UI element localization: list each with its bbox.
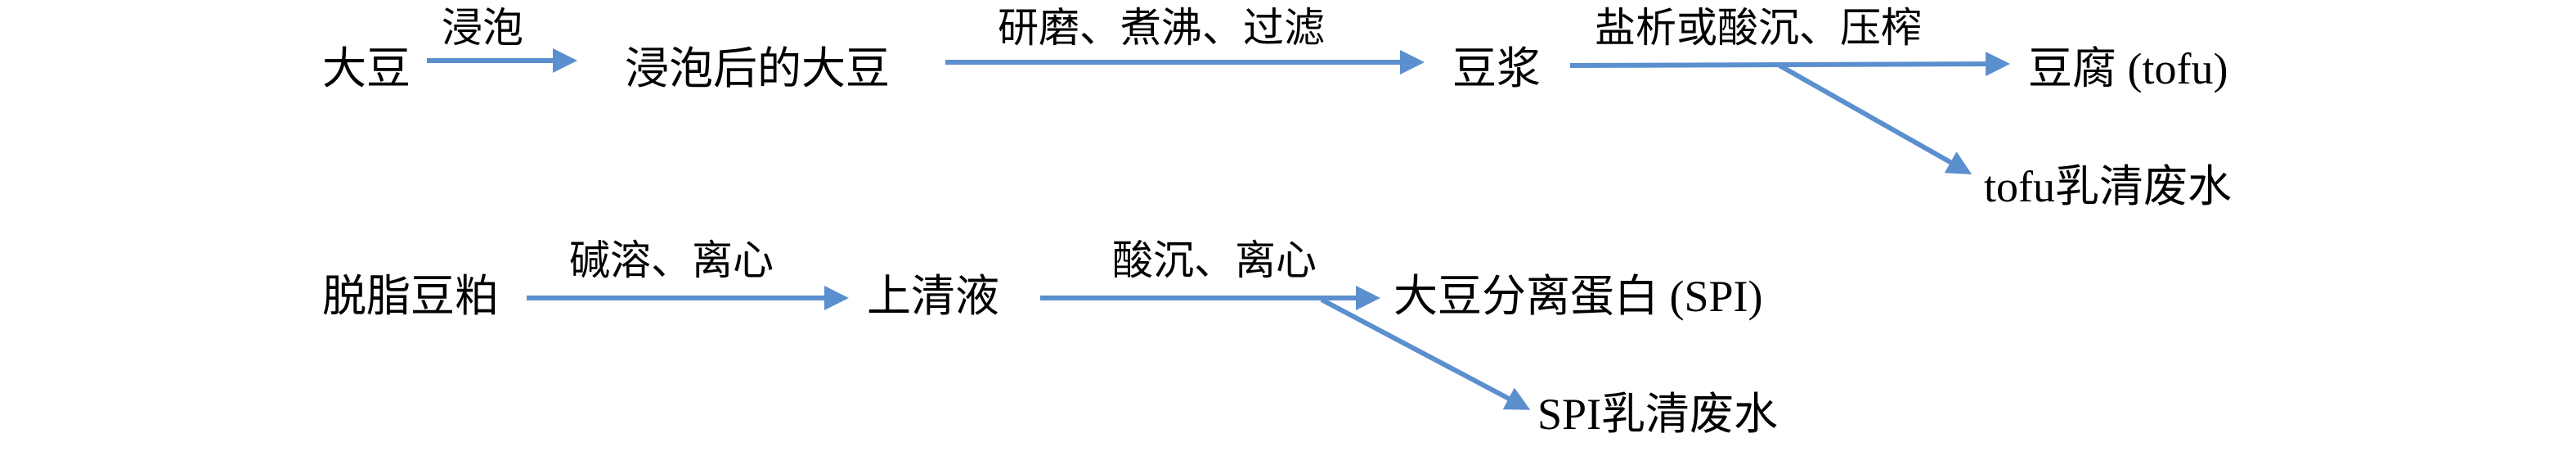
node-spi-whey: SPI乳清废水 [1537,390,1779,439]
step-alkali-label: 碱溶、离心 [569,237,774,283]
node-soaked-soybean: 浸泡后的大豆 [625,44,890,93]
node-spi: 大豆分离蛋白 (SPI) [1393,272,1763,321]
step-coagulate-label: 盐析或酸沉、压榨 [1595,5,1922,51]
node-tofu-whey: tofu乳清废水 [1984,162,2232,211]
node-supernatant: 上清液 [867,272,999,321]
arrow-coagulate [1569,52,2010,77]
node-soybean: 大豆 [322,44,411,93]
step-soak-label: 浸泡 [442,5,523,51]
step-acid-label: 酸沉、离心 [1112,237,1317,283]
arrow-tofu-whey [1778,63,1972,174]
arrow-spi-whey [1320,297,1531,410]
node-soymilk: 豆浆 [1452,44,1541,93]
node-tofu: 豆腐 (tofu) [2028,44,2228,93]
node-defatted-meal: 脱脂豆粕 [322,272,499,321]
step-grind-label: 研磨、煮沸、过滤 [998,5,1325,51]
